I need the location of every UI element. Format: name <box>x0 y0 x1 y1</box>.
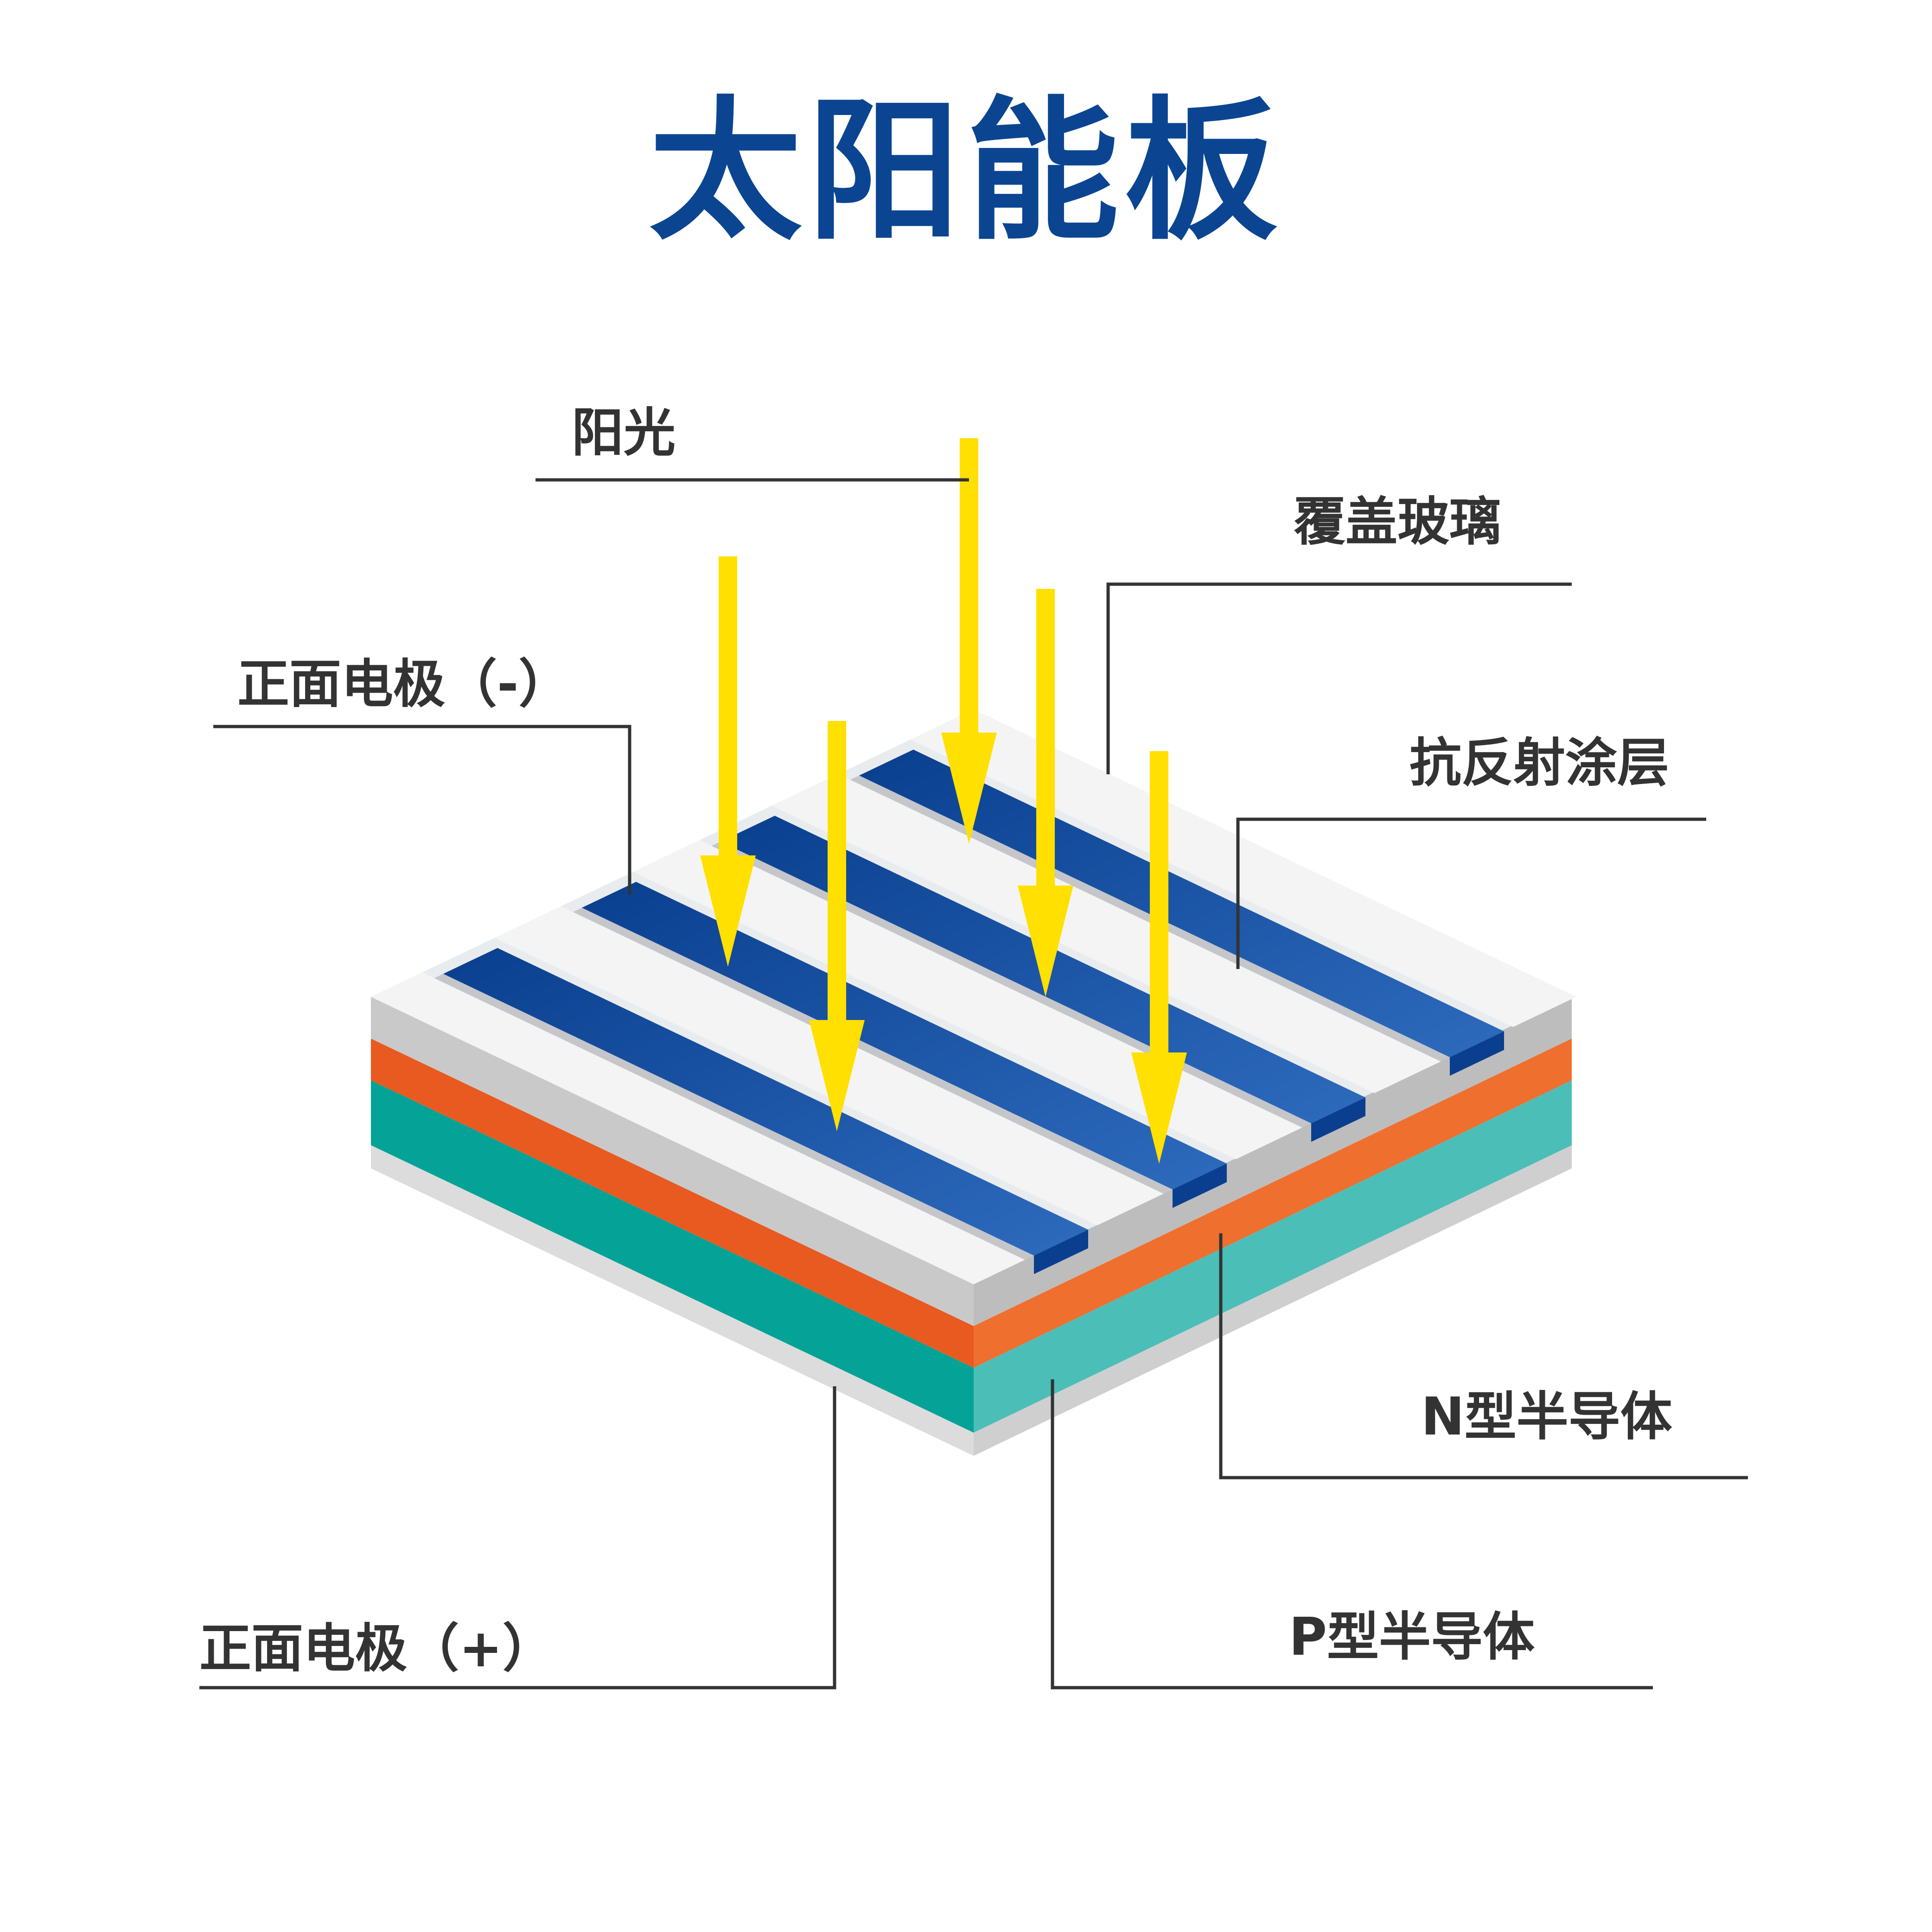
electrode-stripe-1 <box>371 972 1025 1284</box>
base-layer-right <box>974 1145 1572 1456</box>
base-layer-left <box>371 1145 974 1456</box>
label-cover-glass: 覆盖玻璃 <box>1294 492 1501 552</box>
cell-strips-group <box>371 709 1576 1284</box>
cell-strip-4 <box>859 749 1504 1058</box>
glass-side-right <box>974 997 1572 1326</box>
leader-line-p-type <box>1051 1379 1653 1690</box>
leader-line-cover-glass <box>1106 582 1572 774</box>
sunlight-arrow-icon <box>809 721 865 1131</box>
label-front-electrode-neg: 正面电极（-） <box>237 654 571 714</box>
leader-line-n-type <box>1219 1233 1748 1479</box>
n-type-layer-right <box>974 1039 1572 1368</box>
glass-side-left <box>371 997 974 1326</box>
label-sunlight: 阳光 <box>572 403 676 463</box>
electrode-shadow-1 <box>434 974 1034 1260</box>
leader-line-front-electrode-neg <box>213 725 631 895</box>
cell-strip-edge-4 <box>1450 1031 1504 1076</box>
sunlight-arrows-group <box>700 438 1187 1164</box>
cell-strip-edge-1 <box>1034 1230 1088 1274</box>
sunlight-arrow-icon <box>941 438 997 844</box>
electrode-stripe-4 <box>772 774 1441 1093</box>
p-type-layer-left <box>371 1080 974 1433</box>
sunlight-arrow-icon <box>1018 589 1073 997</box>
page-title: 太阳能板 <box>649 83 1283 261</box>
cell-strip-1 <box>443 948 1088 1256</box>
cell-strip-2 <box>582 882 1227 1190</box>
p-type-layer-right <box>974 1080 1572 1433</box>
leader-lines <box>199 478 1748 1690</box>
leader-line-anti-reflective <box>1236 817 1706 969</box>
n-type-layer-left <box>371 1039 974 1368</box>
cell-strip-edge-2 <box>1173 1163 1227 1208</box>
electrode-shadow-2 <box>573 907 1173 1194</box>
label-anti-reflective-coating: 抗反射涂层 <box>1409 733 1669 793</box>
leader-line-front-electrode-pos <box>199 1386 836 1690</box>
sunlight-arrow-icon <box>1131 751 1187 1164</box>
label-n-type-semiconductor: N型半导体 <box>1421 1387 1672 1447</box>
cell-strip-edge-3 <box>1311 1097 1365 1142</box>
electrode-stripe-3 <box>633 840 1302 1160</box>
label-p-type-semiconductor: P型半导体 <box>1289 1607 1535 1667</box>
electrode-stripe-5 <box>910 709 1576 1027</box>
label-front-electrode-pos: 正面电极（+） <box>199 1619 555 1679</box>
sunlight-arrow-icon <box>700 556 756 967</box>
